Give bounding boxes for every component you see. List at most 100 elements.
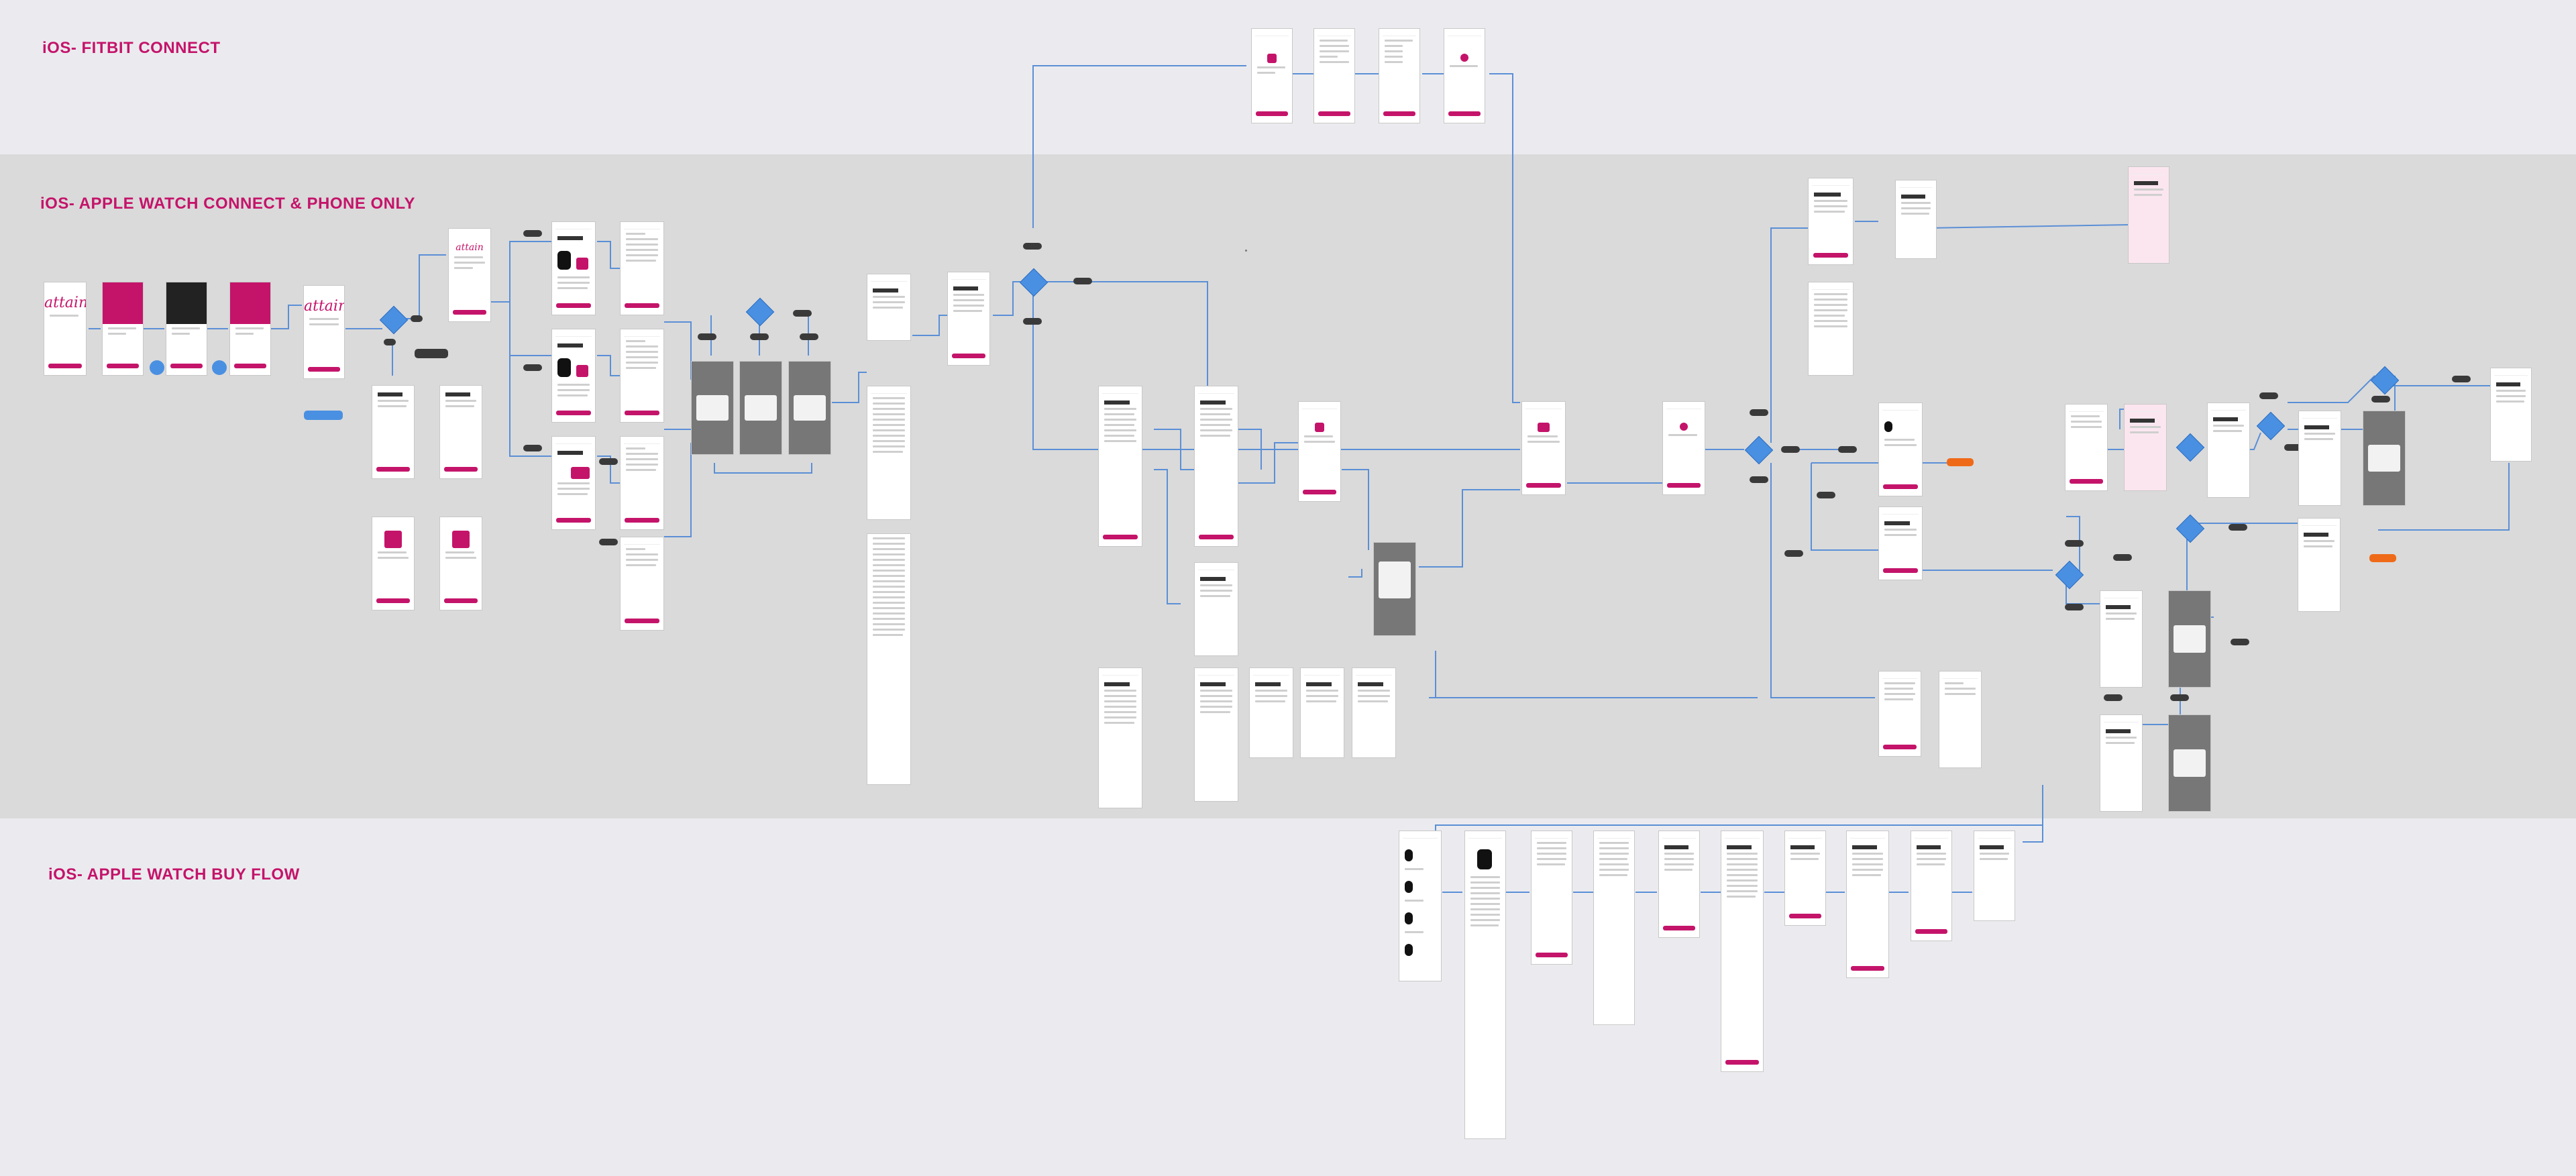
- screen-activity-dialog-2: [2168, 590, 2211, 688]
- screen-profile-list: [1808, 282, 1854, 376]
- branch-label: [800, 333, 818, 340]
- screen-personalize: [1808, 178, 1854, 265]
- marker-dot: [1245, 250, 1247, 252]
- branch-label: [1023, 318, 1042, 325]
- buy-screen-confirmation: [1974, 831, 2015, 921]
- buy-screen-summary: [1593, 831, 1635, 1025]
- screen-choose-device-2: [551, 329, 596, 423]
- branch-label: [1073, 278, 1092, 284]
- screen-promo-1: [372, 517, 415, 610]
- buy-screen-watch-list: [1399, 831, 1442, 981]
- screen-terms-text-2: [867, 533, 911, 785]
- gesture-tap-icon: [150, 360, 164, 375]
- branch-label: [2284, 444, 2303, 451]
- branch-label: [1817, 492, 1835, 498]
- screen-sign-in: attain: [303, 285, 345, 379]
- screen-choose-device-3: [551, 436, 596, 530]
- screen-terms-text-1: [867, 386, 911, 520]
- screen-permission-dialog-1: [691, 361, 734, 455]
- screen-sync: [1662, 401, 1705, 495]
- screen-activity-feed: [1939, 671, 1982, 768]
- branch-label: [750, 333, 769, 340]
- branch-label: [384, 339, 396, 345]
- section-title-fitbit: iOS- FITBIT CONNECT: [42, 39, 221, 57]
- screen-activity-4: [2298, 411, 2341, 506]
- end-terminal: [1947, 458, 1974, 466]
- branch-label: [2229, 524, 2247, 531]
- screen-intro-3: [229, 282, 271, 376]
- buy-screen-terms: [1721, 831, 1764, 1072]
- screen-thanks-signing-up: [439, 385, 482, 479]
- screen-checklist-4: [620, 537, 664, 631]
- branch-label: [599, 539, 618, 545]
- branch-label: [1784, 550, 1803, 557]
- branch-label: [415, 349, 448, 358]
- screen-activity-7: [2100, 714, 2143, 812]
- screen-earn-rewards: [1878, 403, 1923, 496]
- screen-info-4: [1300, 667, 1344, 758]
- branch-label: [2065, 540, 2084, 547]
- screen-activity-final: [2490, 368, 2532, 462]
- branch-label: [599, 458, 618, 465]
- screen-activity-1: [2128, 166, 2169, 264]
- screen-account-info: attain: [448, 228, 491, 322]
- screen-goals-detail: [1098, 667, 1142, 808]
- screen-info-2: [1194, 667, 1238, 802]
- branch-label: [523, 445, 542, 451]
- screen-goals-list-2: [1194, 386, 1238, 547]
- branch-label: [2065, 604, 2084, 610]
- gesture-tap-icon: [212, 360, 227, 375]
- screen-checklist-2: [620, 329, 664, 423]
- screen-intro-2: [166, 282, 207, 376]
- branch-label: [523, 364, 542, 371]
- screen-activity-dialog-3: [2168, 714, 2211, 812]
- buy-screen-payment: [1846, 831, 1889, 978]
- screen-info-5: [1352, 667, 1396, 758]
- branch-label: [411, 315, 423, 322]
- buy-screen-installment: [1784, 831, 1826, 926]
- start-pill: [304, 411, 343, 420]
- branch-label: [1838, 446, 1857, 453]
- branch-label: [1781, 446, 1800, 453]
- screen-choose-device-1: [551, 221, 596, 315]
- screen-health-permission: [1521, 401, 1566, 495]
- branch-label: [2113, 554, 2132, 561]
- screen-checklist-3: [620, 436, 664, 530]
- branch-label: [2452, 376, 2471, 382]
- screen-terms-intro: [867, 274, 911, 341]
- screen-thanks-interest: [372, 385, 415, 479]
- screen-activity-5: [2298, 518, 2341, 612]
- buy-screen-shipping: [1911, 831, 1952, 941]
- screen-watch-dialog: [1373, 542, 1416, 636]
- branch-label: [1750, 476, 1768, 483]
- screen-intro-1: [102, 282, 144, 376]
- section-title-apple-watch: iOS- APPLE WATCH CONNECT & PHONE ONLY: [40, 195, 415, 213]
- screen-goals-list: [1098, 386, 1142, 547]
- branch-label: [523, 230, 542, 237]
- buy-screen-options: [1531, 831, 1572, 965]
- screen-activity-6: [2100, 590, 2143, 688]
- fitbit-screen-connect: [1251, 28, 1293, 123]
- screen-consent: [947, 272, 990, 366]
- branch-label: [2170, 694, 2189, 701]
- branch-label: [1023, 243, 1042, 250]
- fitbit-screen-success: [1444, 28, 1485, 123]
- screen-info-3: [1249, 667, 1293, 758]
- screen-info-1: [1194, 562, 1238, 656]
- screen-permission-dialog-3: [788, 361, 831, 455]
- branch-label: [1750, 409, 1768, 416]
- screen-permission-dialog-2: [739, 361, 782, 455]
- branch-label: [2371, 396, 2390, 403]
- branch-label: [2104, 694, 2123, 701]
- branch-label: [793, 310, 812, 317]
- fitbit-screen-login: [1313, 28, 1355, 123]
- buy-screen-watch-detail: [1464, 831, 1506, 1139]
- branch-label: [2231, 639, 2249, 645]
- buy-flow-section-band: [0, 818, 2576, 1176]
- branch-label: [2259, 392, 2278, 399]
- screen-connect-watch: [1298, 401, 1341, 502]
- screen-checklist-1: [620, 221, 664, 315]
- buy-screen-agreement: [1658, 831, 1700, 938]
- screen-activity-3: [2207, 403, 2250, 498]
- section-title-buy-flow: iOS- APPLE WATCH BUY FLOW: [48, 865, 300, 884]
